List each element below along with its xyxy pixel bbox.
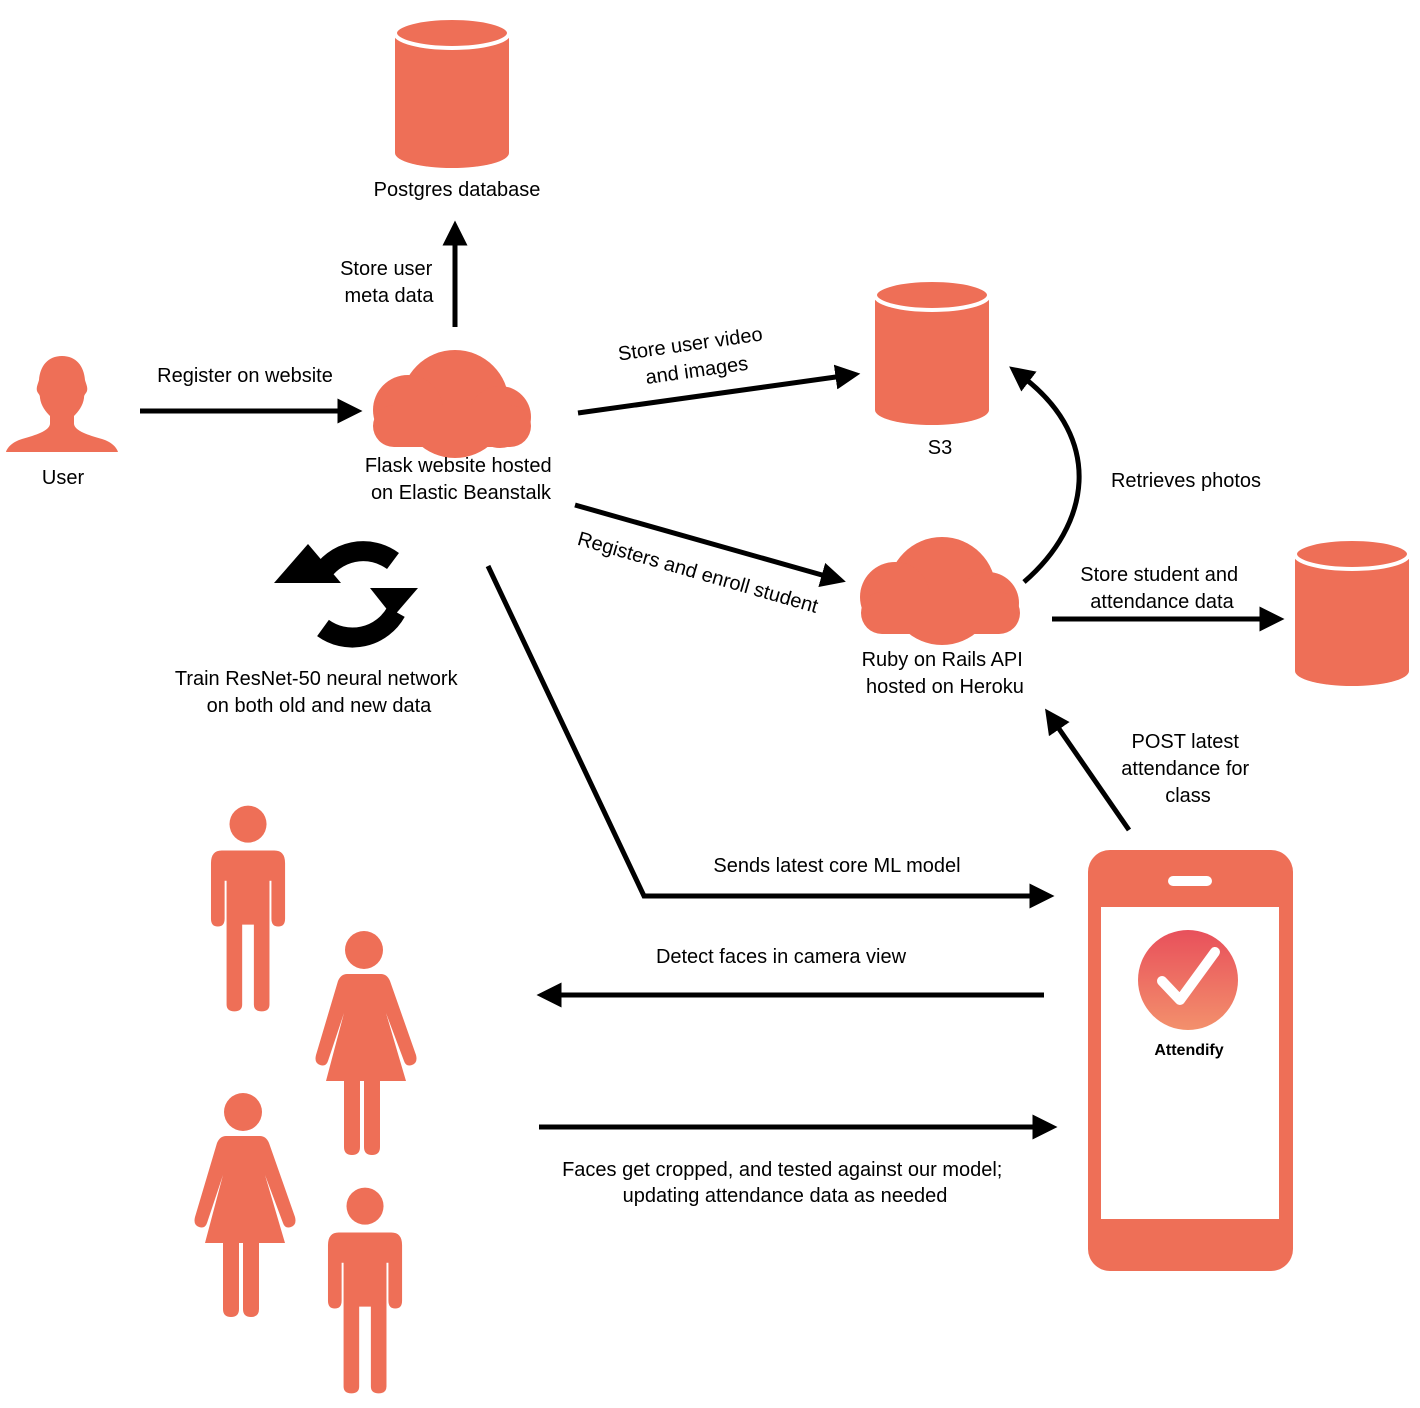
people-group (194, 805, 417, 1394)
store-video-arrow (577, 364, 861, 416)
sends-model-label: Sends latest core ML model (713, 855, 960, 877)
person-figure-icon (327, 1187, 403, 1394)
rails-cloud-icon (860, 537, 1020, 645)
person-figure-icon (194, 1093, 296, 1317)
user-label: User (42, 467, 85, 489)
store-video-label: Store user video and images (617, 323, 774, 393)
train-label: Train ResNet-50 neural network on both o… (175, 668, 463, 717)
user-icon (6, 356, 118, 452)
smartphone-icon (1088, 850, 1293, 1271)
s3-label: S3 (928, 437, 952, 459)
store-meta-label: Store user meta data (340, 258, 438, 307)
postgres-database-icon (393, 16, 511, 168)
register-label: Register on website (157, 365, 333, 387)
retrieves-arrow (1009, 366, 1082, 584)
faces-cropped-label: Faces get cropped, and tested against ou… (562, 1159, 1008, 1207)
flask-cloud-icon (373, 350, 531, 458)
flask-label: Flask website hosted on Elastic Beanstal… (365, 455, 557, 504)
detect-faces-label: Detect faces in camera view (656, 946, 907, 968)
store-student-label: Store student and attendance data (1080, 564, 1243, 613)
s3-storage-icon (873, 278, 991, 425)
post-latest-label: POST latest attendance for class (1121, 731, 1254, 807)
person-figure-icon (315, 931, 417, 1155)
enroll-arrow (574, 502, 846, 587)
retrieves-label: Retrieves photos (1111, 470, 1261, 492)
attendance-database-icon (1293, 537, 1411, 686)
attendify-logo-icon (1138, 930, 1238, 1030)
postgres-database-label: Postgres database (374, 179, 541, 201)
rails-label: Ruby on Rails API hosted on Heroku (862, 649, 1029, 698)
attendify-app-name: Attendify (1154, 1042, 1223, 1059)
refresh-cycle-icon (274, 541, 418, 648)
edge-arrows (140, 220, 1285, 1140)
person-figure-icon (210, 805, 286, 1012)
post-latest-arrow (1045, 708, 1132, 832)
sends-model-arrow (485, 564, 1055, 909)
